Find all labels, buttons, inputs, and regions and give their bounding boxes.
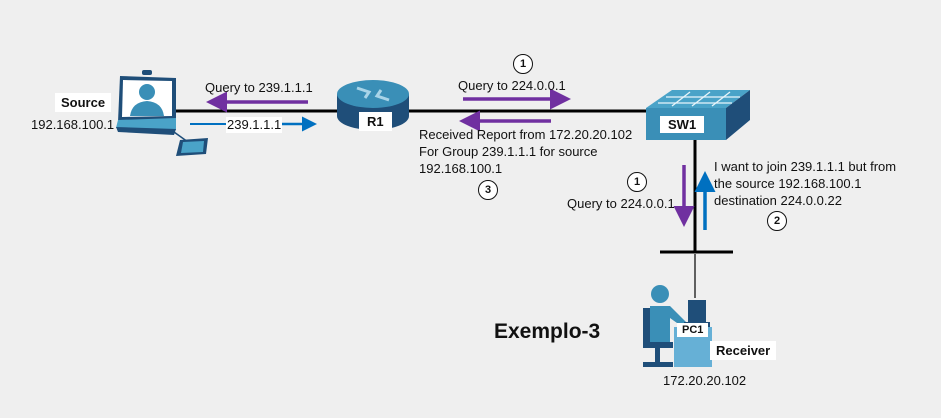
join-line-3: destination 224.0.0.22 — [714, 193, 842, 208]
step-2-badge: 2 — [767, 211, 787, 231]
report-line-3: 192.168.100.1 — [419, 161, 503, 176]
query-224-side-label: Query to 224.0.0.1 — [567, 196, 675, 211]
receiver-label: Receiver — [710, 341, 777, 360]
report-line-1: Received Report from 172.20.20.102 — [419, 127, 633, 142]
source-ip: 192.168.100.1 — [31, 117, 115, 132]
switch-icon — [646, 90, 750, 140]
report-line-2: For Group 239.1.1.1 for source — [419, 144, 598, 159]
join-line-1: I want to join 239.1.1.1 but from — [714, 159, 897, 174]
query-239-label: Query to 239.1.1.1 — [205, 80, 313, 95]
step-1-side-badge: 1 — [627, 172, 647, 192]
router-label: R1 — [359, 112, 392, 131]
step-3-badge: 3 — [478, 180, 498, 200]
join-line-2: the source 192.168.100.1 — [714, 176, 862, 191]
stream-239-label: 239.1.1.1 — [226, 117, 283, 133]
pc1-label: PC1 — [677, 323, 709, 337]
step-1-top-badge: 1 — [513, 54, 533, 74]
diagram-title: Exemplo-3 — [494, 320, 601, 343]
video-terminal-icon — [116, 70, 208, 156]
user-pc-icon — [643, 285, 712, 367]
query-224-top-label: Query to 224.0.0.1 — [458, 78, 566, 93]
switch-label: SW1 — [660, 116, 705, 133]
source-label: Source — [55, 93, 112, 112]
receiver-ip: 172.20.20.102 — [663, 373, 747, 388]
